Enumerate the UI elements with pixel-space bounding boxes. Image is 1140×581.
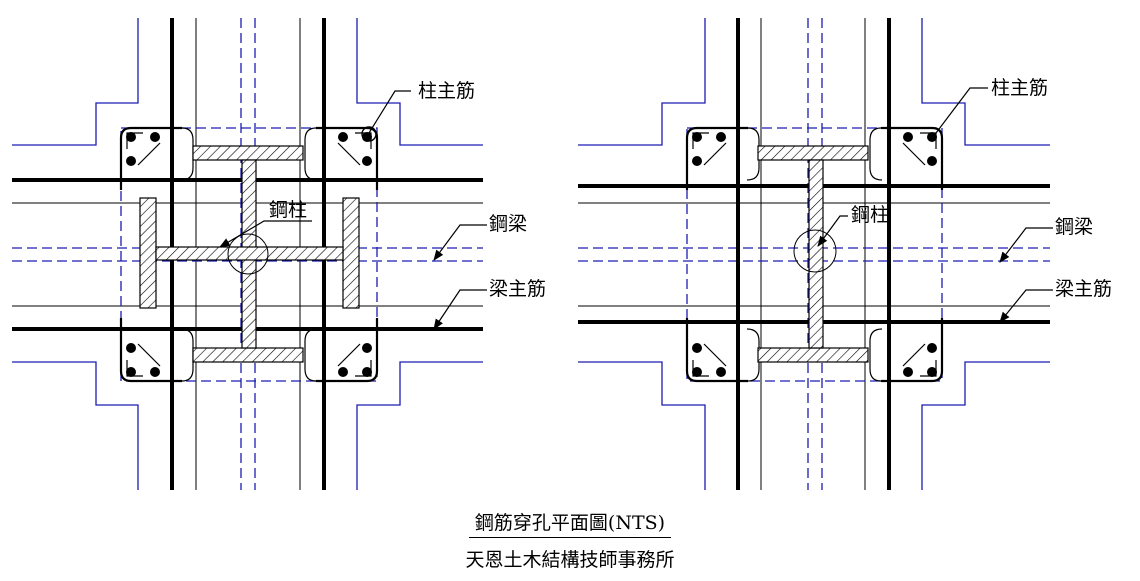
right-steel-beam-centerlines	[578, 18, 1050, 490]
drawing-title: 鋼筋穿孔平面圖(NTS)	[0, 508, 1140, 538]
right-leaders	[817, 87, 1053, 323]
left-steel-beam-centerlines	[12, 18, 483, 490]
left-beam-outline	[12, 18, 483, 490]
right-label-steel-beam: 鋼梁	[1055, 216, 1093, 238]
firm-name: 天恩土木結構技師事務所	[465, 549, 675, 571]
right-column-corner-lines	[685, 126, 944, 383]
right-plan-view: 柱主筋 鋼柱 鋼梁 梁主筋	[578, 18, 1112, 490]
right-penetration-hole	[793, 229, 837, 273]
rebar-penetration-plan-drawing: 柱主筋 鋼柱 鋼梁 梁主筋	[12, 18, 1112, 490]
left-column-rebar-highlight	[361, 126, 377, 142]
right-column-rebars	[692, 132, 937, 377]
left-leaders	[219, 90, 487, 330]
left-label-beam-rebar: 梁主筋	[489, 278, 546, 300]
right-column-outline	[686, 127, 943, 382]
left-penetration-hole	[227, 233, 269, 275]
left-plan-view: 柱主筋 鋼柱 鋼梁 梁主筋	[12, 18, 546, 490]
right-beam-outline	[578, 18, 1050, 490]
right-label-beam-rebar: 梁主筋	[1055, 278, 1112, 300]
left-column-outline	[120, 127, 378, 382]
right-label-steel-column: 鋼柱	[851, 204, 889, 226]
left-steel-column	[139, 145, 360, 363]
drawing-title-text: 鋼筋穿孔平面圖(NTS)	[468, 512, 672, 538]
left-label-steel-beam: 鋼梁	[489, 213, 527, 235]
left-label-steel-column: 鋼柱	[269, 199, 307, 221]
right-label-column-rebar: 柱主筋	[991, 77, 1048, 99]
right-steel-column	[757, 145, 869, 363]
left-label-column-rebar: 柱主筋	[418, 80, 475, 102]
right-stirrup-hooks	[692, 132, 937, 377]
left-stirrup-hooks	[126, 132, 372, 377]
